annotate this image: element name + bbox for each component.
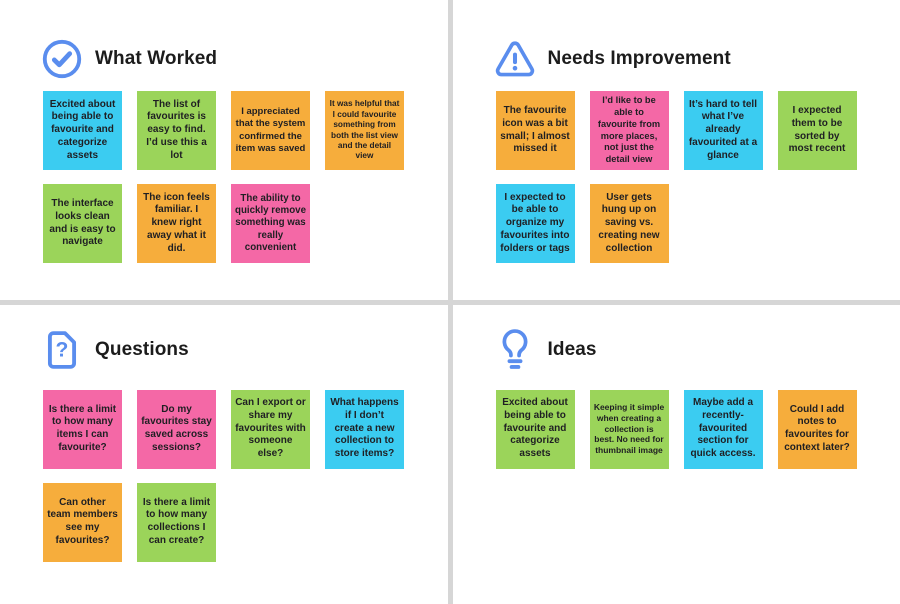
sticky-note[interactable]: Excited about being able to favourite an…: [495, 389, 575, 469]
sticky-note[interactable]: I’d like to be able to favourite from mo…: [589, 91, 669, 170]
quadrant-what-worked: What Worked Excited about being able to …: [0, 0, 448, 300]
lightbulb-icon: [493, 327, 537, 373]
sticky-note[interactable]: Maybe add a recently-favourited section …: [683, 389, 763, 469]
sticky-note[interactable]: It’s hard to tell what I’ve already favo…: [683, 91, 763, 170]
sticky-note[interactable]: The list of favourites is easy to find. …: [137, 91, 216, 170]
quadrant-title: Needs Improvement: [547, 48, 731, 69]
sticky-note[interactable]: Can I export or share my favourites with…: [231, 389, 310, 469]
check-circle-icon: [40, 36, 84, 82]
sticky-note[interactable]: The interface looks clean and is easy to…: [43, 184, 122, 263]
sticky-note[interactable]: It was helpful that I could favourite so…: [325, 91, 404, 170]
quadrant-header: Ideas: [493, 327, 893, 373]
quadrant-needs-improvement: Needs Improvement The favourite icon was…: [452, 0, 900, 300]
sticky-note[interactable]: I expected them to be sorted by most rec…: [777, 91, 857, 170]
svg-text:?: ?: [56, 338, 69, 361]
sticky-note[interactable]: Is there a limit to how many collections…: [137, 482, 216, 562]
sticky-note[interactable]: Is there a limit to how many items I can…: [43, 389, 122, 469]
sticky-note[interactable]: I appreciated that the system confirmed …: [231, 91, 310, 170]
notes-grid: The favourite icon was a bit small; I al…: [495, 91, 880, 277]
sticky-note[interactable]: I expected to be able to organize my fav…: [495, 184, 575, 263]
sticky-note[interactable]: Do my favourites stay saved across sessi…: [137, 389, 216, 469]
quadrant-questions: ? Questions Is there a limit to how many…: [0, 304, 448, 604]
question-document-icon: ?: [40, 327, 84, 373]
quadrant-header: ? Questions: [40, 327, 440, 373]
sticky-note[interactable]: The favourite icon was a bit small; I al…: [495, 91, 575, 170]
quadrant-header: What Worked: [40, 36, 440, 82]
sticky-note[interactable]: Excited about being able to favourite an…: [43, 91, 122, 170]
sticky-note[interactable]: The ability to quickly remove something …: [231, 184, 310, 263]
notes-grid: Excited about being able to favourite an…: [43, 91, 427, 277]
sticky-note[interactable]: Can other team members see my favourites…: [43, 482, 122, 562]
notes-grid: Is there a limit to how many items I can…: [43, 389, 427, 576]
quadrant-title: Ideas: [547, 338, 597, 360]
quadrant-header: Needs Improvement: [493, 36, 893, 82]
notes-grid: Excited about being able to favourite an…: [495, 389, 880, 483]
quadrant-title: What Worked: [95, 48, 218, 69]
quadrant-ideas: Ideas Excited about being able to favour…: [452, 304, 900, 604]
quadrant-title: Questions: [95, 338, 189, 360]
sticky-note[interactable]: Could I add notes to favourites for cont…: [777, 389, 857, 469]
warning-triangle-icon: [493, 36, 537, 82]
sticky-note[interactable]: Keeping it simple when creating a collec…: [589, 389, 669, 469]
sticky-note[interactable]: User gets hung up on saving vs. creating…: [589, 184, 669, 263]
sticky-note[interactable]: The icon feels familiar. I knew right aw…: [137, 184, 216, 263]
sticky-note[interactable]: What happens if I don’t create a new col…: [325, 389, 404, 469]
